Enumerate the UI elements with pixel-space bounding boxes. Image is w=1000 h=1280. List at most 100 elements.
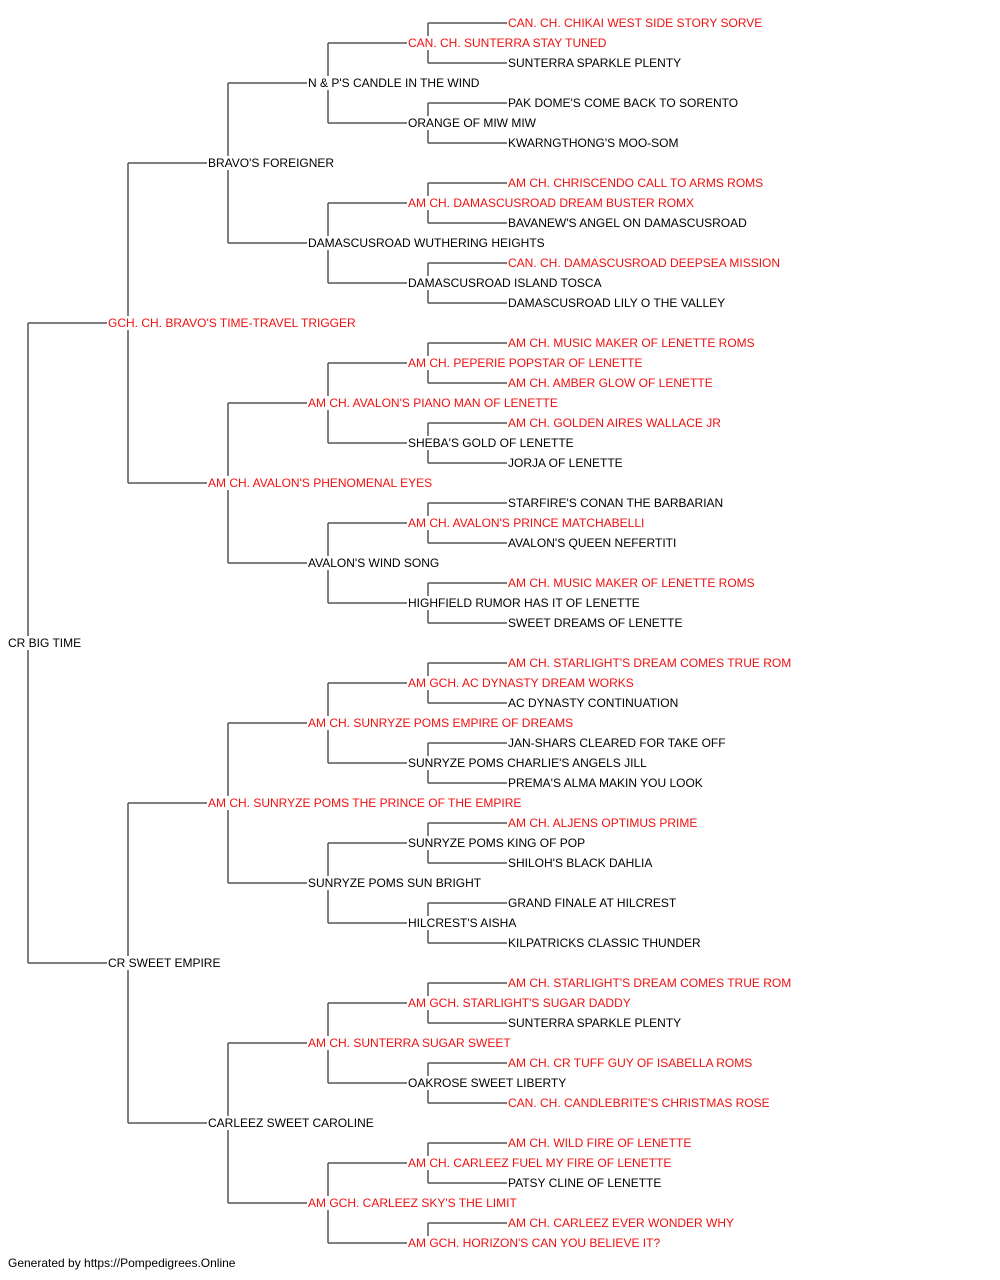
label-bg: [507, 176, 765, 190]
label-bg: [507, 736, 727, 750]
dog-name-root-dam-dam-dam-sire: AM CH. CARLEEZ FUEL MY FIRE OF LENETTE: [408, 1156, 671, 1170]
label-bg: [207, 156, 336, 170]
dog-name-root-sire-dam-sire-sire-sire: AM CH. MUSIC MAKER OF LENETTE ROMS: [508, 336, 755, 350]
dog-name-root-dam-dam-dam-sire-dam: PATSY CLINE OF LENETTE: [508, 1176, 661, 1190]
label-bg: [407, 36, 608, 50]
label-bg: [507, 16, 764, 30]
label-bg: [407, 1076, 568, 1090]
dog-name-root-dam-dam-sire-sire-dam: SUNTERRA SPARKLE PLENTY: [508, 1016, 681, 1030]
generated-by-footer: Generated by https://Pompedigrees.Online: [8, 1256, 236, 1270]
label-bg: [507, 96, 740, 110]
dog-name-root-dam-sire: AM CH. SUNRYZE POMS THE PRINCE OF THE EM…: [208, 796, 521, 810]
label-bg: [407, 436, 575, 450]
dog-name-root-sire-sire: BRAVO'S FOREIGNER: [208, 156, 334, 170]
label-bg: [507, 976, 793, 990]
dog-name-root-sire-sire-dam-sire-dam: BAVANEW'S ANGEL ON DAMASCUSROAD: [508, 216, 747, 230]
dog-name-root-sire-dam-sire-dam-dam: JORJA OF LENETTE: [508, 456, 623, 470]
dog-name-root-dam-sire-dam-sire-dam: SHILOH'S BLACK DAHLIA: [508, 856, 652, 870]
dog-name-root-sire-sire-sire-sire-sire: CAN. CH. CHIKAI WEST SIDE STORY SORVE: [508, 16, 762, 30]
dog-name-root-dam-dam-dam: AM GCH. CARLEEZ SKY'S THE LIMIT: [308, 1196, 517, 1210]
dog-name-root-dam-sire-sire-dam-sire: JAN-SHARS CLEARED FOR TAKE OFF: [508, 736, 726, 750]
label-bg: [407, 996, 632, 1010]
label-bg: [507, 536, 678, 550]
label-bg: [507, 296, 727, 310]
dog-name-root-sire-dam-dam-dam-dam: SWEET DREAMS OF LENETTE: [508, 616, 682, 630]
dog-name-root-dam-sire-sire-dam: SUNRYZE POMS CHARLIE'S ANGELS JILL: [408, 756, 647, 770]
dog-name-root-dam-sire-sire-sire-dam: AC DYNASTY CONTINUATION: [508, 696, 678, 710]
label-bg: [307, 876, 483, 890]
dog-name-root-dam-sire-dam-dam-dam: KILPATRICKS CLASSIC THUNDER: [508, 936, 701, 950]
label-bg: [507, 216, 749, 230]
label-bg: [407, 196, 696, 210]
dog-name-root-sire-sire-sire-sire-dam: SUNTERRA SPARKLE PLENTY: [508, 56, 681, 70]
label-bg: [507, 456, 624, 470]
label-bg: [407, 516, 646, 530]
pedigree-tree: CR BIG TIME GCH. CH. BRAVO'S TIME-TRAVEL …: [7, 16, 793, 1250]
dog-name-root-sire-sire-sire-dam-sire: PAK DOME'S COME BACK TO SORENTO: [508, 96, 738, 110]
label-bg: [507, 696, 680, 710]
label-bg: [507, 656, 793, 670]
dog-name-root-dam-dam-dam-sire-sire: AM CH. WILD FIRE OF LENETTE: [508, 1136, 691, 1150]
dog-name-root-sire-sire-sire-dam-dam: KWARNGTHONG'S MOO-SOM: [508, 136, 679, 150]
label-bg: [407, 596, 641, 610]
dog-name-root-sire: GCH. CH. BRAVO'S TIME-TRAVEL TRIGGER: [108, 316, 356, 330]
dog-name-root-sire-sire-dam-dam: DAMASCUSROAD ISLAND TOSCA: [408, 276, 602, 290]
label-bg: [507, 1216, 736, 1230]
dog-name-root-dam-dam-sire-dam-dam: CAN. CH. CANDLEBRITE'S CHRISTMAS ROSE: [508, 1096, 770, 1110]
label-bg: [407, 676, 635, 690]
label-bg: [507, 56, 683, 70]
dog-name-root-dam: CR SWEET EMPIRE: [108, 956, 220, 970]
label-bg: [407, 356, 644, 370]
dog-name-root-dam-sire-dam-sire-sire: AM CH. ALJENS OPTIMUS PRIME: [508, 816, 697, 830]
label-bg: [307, 1196, 519, 1210]
label-bg: [507, 416, 723, 430]
label-bg: [507, 856, 654, 870]
label-bg: [507, 1176, 663, 1190]
label-bg: [307, 396, 559, 410]
dog-name-root-sire-dam-sire-dam-sire: AM CH. GOLDEN AIRES WALLACE JR: [508, 416, 721, 430]
dog-name-root-dam-sire-dam: SUNRYZE POMS SUN BRIGHT: [308, 876, 482, 890]
dog-name-root-dam-dam-sire-sire: AM GCH. STARLIGHT'S SUGAR DADDY: [408, 996, 631, 1010]
label-bg: [107, 316, 357, 330]
label-bg: [507, 936, 703, 950]
dog-name-root-dam-dam-sire: AM CH. SUNTERRA SUGAR SWEET: [308, 1036, 511, 1050]
label-bg: [307, 716, 575, 730]
dog-name-root: CR BIG TIME: [8, 636, 81, 650]
label-bg: [507, 1016, 683, 1030]
label-bg: [407, 116, 538, 130]
label-bg: [507, 256, 782, 270]
dog-name-root-sire-dam-dam-dam: HIGHFIELD RUMOR HAS IT OF LENETTE: [408, 596, 640, 610]
dog-name-root-sire-dam-dam-dam-sire: AM CH. MUSIC MAKER OF LENETTE ROMS: [508, 576, 755, 590]
label-bg: [507, 776, 704, 790]
dog-name-root-dam-sire-dam-dam-sire: GRAND FINALE AT HILCREST: [508, 896, 677, 910]
label-bg: [507, 1096, 771, 1110]
dog-name-root-sire-sire-dam-sire: AM CH. DAMASCUSROAD DREAM BUSTER ROMX: [408, 196, 694, 210]
dog-name-root-sire-dam: AM CH. AVALON'S PHENOMENAL EYES: [208, 476, 432, 490]
dog-name-root-dam-sire-sire: AM CH. SUNRYZE POMS EMPIRE OF DREAMS: [308, 716, 573, 730]
dog-name-root-sire-dam-sire-sire: AM CH. PEPERIE POPSTAR OF LENETTE: [408, 356, 643, 370]
dog-name-root-dam-dam-dam-dam: AM GCH. HORIZON'S CAN YOU BELIEVE IT?: [408, 1236, 660, 1250]
label-bg: [507, 896, 678, 910]
dog-name-root-dam-dam: CARLEEZ SWEET CAROLINE: [208, 1116, 374, 1130]
dog-name-root-dam-sire-sire-sire-sire: AM CH. STARLIGHT'S DREAM COMES TRUE ROM: [508, 656, 791, 670]
dog-name-root-sire-dam-dam-sire-sire: STARFIRE'S CONAN THE BARBARIAN: [508, 496, 723, 510]
label-bg: [507, 336, 756, 350]
label-bg: [307, 76, 481, 90]
dog-name-root-sire-sire-dam-dam-sire: CAN. CH. DAMASCUSROAD DEEPSEA MISSION: [508, 256, 780, 270]
label-bg: [7, 636, 83, 650]
label-bg: [407, 1236, 662, 1250]
label-bg: [407, 836, 587, 850]
label-bg: [507, 816, 699, 830]
dog-name-root-dam-sire-sire-dam-dam: PREMA'S ALMA MAKIN YOU LOOK: [508, 776, 703, 790]
label-bg: [507, 1136, 693, 1150]
label-bg: [207, 796, 523, 810]
dog-name-root-dam-dam-sire-dam-sire: AM CH. CR TUFF GUY OF ISABELLA ROMS: [508, 1056, 752, 1070]
label-bg: [407, 1156, 673, 1170]
dog-name-root-dam-sire-dam-dam: HILCREST'S AISHA: [408, 916, 516, 930]
label-bg: [507, 1056, 754, 1070]
label-bg: [507, 376, 714, 390]
dog-name-root-sire-dam-dam-sire-dam: AVALON'S QUEEN NEFERTITI: [508, 536, 676, 550]
dog-name-root-dam-dam-sire-sire-sire: AM CH. STARLIGHT'S DREAM COMES TRUE ROM: [508, 976, 791, 990]
dog-name-root-sire-dam-sire-sire-dam: AM CH. AMBER GLOW OF LENETTE: [508, 376, 713, 390]
dog-name-root-dam-dam-dam-dam-sire: AM CH. CARLEEZ EVER WONDER WHY: [508, 1216, 734, 1230]
